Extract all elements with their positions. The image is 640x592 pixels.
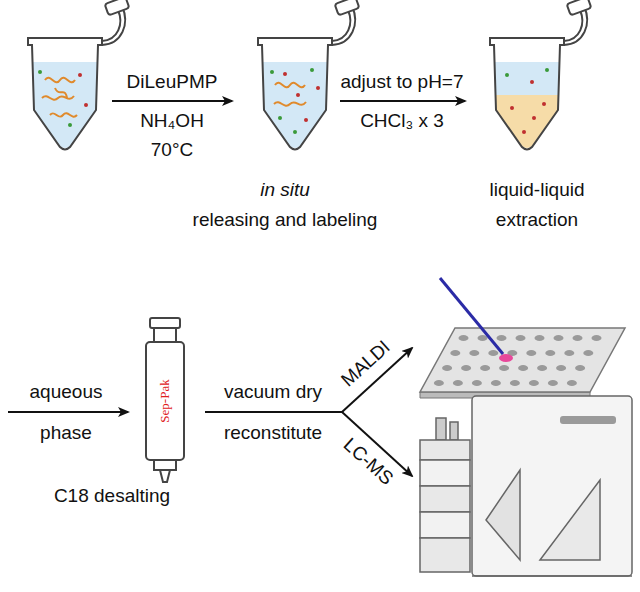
plate-spot — [518, 365, 528, 371]
plate-spot — [537, 365, 547, 371]
step-title: releasing and labeling — [193, 210, 378, 231]
reagent-label: NH₄OH — [140, 111, 204, 132]
plate-spot — [554, 335, 564, 341]
reagent-label: CHCl₃ x 3 — [360, 111, 444, 132]
plate-spot — [510, 380, 520, 386]
plate-spot — [583, 350, 593, 356]
plate-spot — [499, 365, 509, 371]
plate-spot — [459, 335, 469, 341]
plate-spot — [472, 380, 482, 386]
plate-spot — [497, 335, 507, 341]
step-label: reconstitute — [224, 423, 322, 444]
plate-spot — [564, 350, 574, 356]
cartridge-brand: Sep-Pak — [158, 379, 172, 422]
plate-spot — [592, 335, 602, 341]
plate-spot — [469, 350, 479, 356]
sample-label: aqueous — [30, 382, 103, 403]
cartridge — [146, 318, 184, 482]
plate-spot — [478, 335, 488, 341]
step-title: in situ — [260, 180, 310, 201]
plate-spot — [548, 380, 558, 386]
sample-label: phase — [40, 423, 92, 444]
condition-label: adjust to pH=7 — [340, 72, 463, 93]
plate-spot — [529, 380, 539, 386]
plate-spot — [442, 365, 452, 371]
plate-spot — [556, 365, 566, 371]
plate-spot — [526, 350, 536, 356]
condition-label: 70°C — [151, 140, 193, 161]
plate-spot — [450, 350, 460, 356]
plate-spot — [573, 335, 583, 341]
plate-spot — [567, 380, 577, 386]
step-title: extraction — [496, 210, 578, 231]
plate-spot — [545, 350, 555, 356]
plate-spot — [488, 350, 498, 356]
plate-spot — [516, 335, 526, 341]
lc-ms-instrument — [420, 396, 632, 576]
method-label: MALDI — [337, 337, 394, 391]
plate-spot — [461, 365, 471, 371]
plate-spot — [434, 380, 444, 386]
step-label: vacuum dry — [224, 382, 322, 403]
plate-spot — [480, 365, 490, 371]
plate-spot — [535, 335, 545, 341]
plate-spot — [491, 380, 501, 386]
plate-spot — [453, 380, 463, 386]
step-title: C18 desalting — [54, 486, 170, 507]
method-label: LC-MS — [339, 434, 397, 489]
plate-spot — [575, 365, 585, 371]
reagent-label: DiLeuPMP — [127, 72, 218, 93]
step-title: liquid-liquid — [489, 180, 584, 201]
